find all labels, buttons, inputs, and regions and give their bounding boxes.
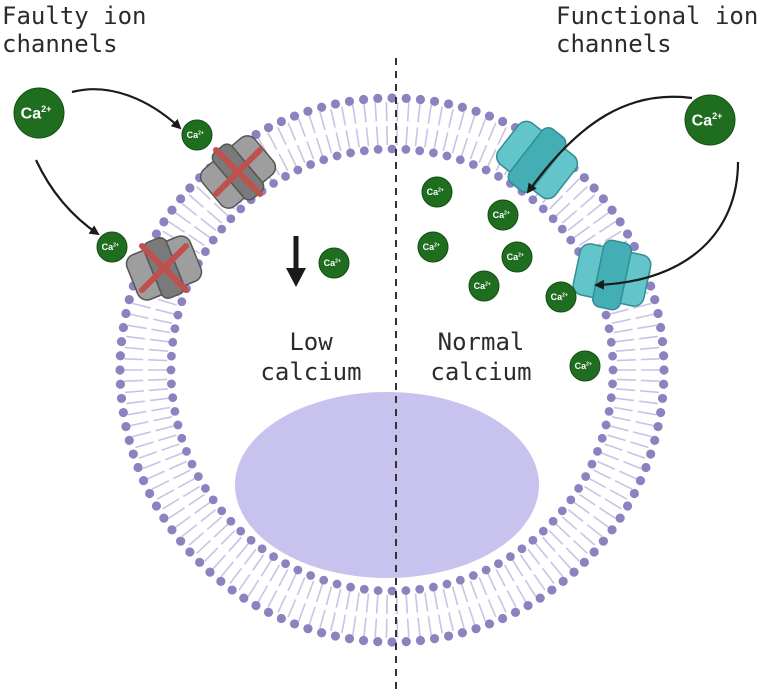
label-low-line2: calcium: [260, 358, 361, 386]
calcium-ion: Ca2+: [684, 94, 736, 146]
calcium-ion: Ca2+: [501, 241, 533, 273]
calcium-ion: Ca2+: [96, 231, 128, 263]
ion-label: Ca2+: [493, 210, 510, 220]
ion-label: Ca2+: [507, 252, 524, 262]
label-faulty-line2: channels: [2, 30, 118, 58]
arrow-to-faulty-2: [35, 159, 100, 236]
functional-channel-2: [572, 239, 652, 311]
calcium-ion: Ca2+: [545, 281, 577, 313]
cross-icon: [139, 243, 189, 293]
label-normal-line1: Normal: [438, 328, 525, 356]
calcium-ion: Ca2+: [181, 119, 213, 151]
calcium-ion: Ca2+: [13, 87, 65, 139]
ion-label: Ca2+: [551, 292, 568, 302]
ion-label: Ca2+: [102, 242, 119, 252]
ion-label: Ca2+: [474, 281, 491, 291]
ion-label: Ca2+: [427, 187, 444, 197]
label-functional-line1: Functional ion: [556, 2, 758, 30]
label-low-line1: Low: [289, 328, 333, 356]
cross-icon: [213, 147, 263, 197]
calcium-ion: Ca2+: [318, 247, 350, 279]
calcium-ion: Ca2+: [421, 176, 453, 208]
calcium-ion: Ca2+: [487, 199, 519, 231]
label-normal-line2: calcium: [430, 358, 531, 386]
ion-label: Ca2+: [575, 361, 592, 371]
calcium-ion: Ca2+: [417, 231, 449, 263]
calcium-ion: Ca2+: [569, 350, 601, 382]
label-functional-line2: channels: [556, 30, 672, 58]
ion-label: Ca2+: [324, 258, 341, 268]
arrow-into-functional-2: [594, 161, 740, 290]
ion-label: Ca2+: [187, 130, 204, 140]
nucleus: [235, 392, 539, 578]
calcium-ion: Ca2+: [468, 270, 500, 302]
ion-label: Ca2+: [423, 242, 440, 252]
arrow-to-faulty-1: [71, 88, 182, 130]
functional-channel-1: [495, 120, 579, 200]
label-faulty-line1: Faulty ion: [2, 2, 147, 30]
ions: Ca2+ Ca2+ Ca2+ Ca2+ Ca2+ Ca2+ Ca2+ Ca2+ Ca2+ Ca2+…: [13, 87, 736, 382]
down-arrow-icon: [286, 236, 306, 287]
arrow-into-functional-1: [526, 95, 693, 194]
